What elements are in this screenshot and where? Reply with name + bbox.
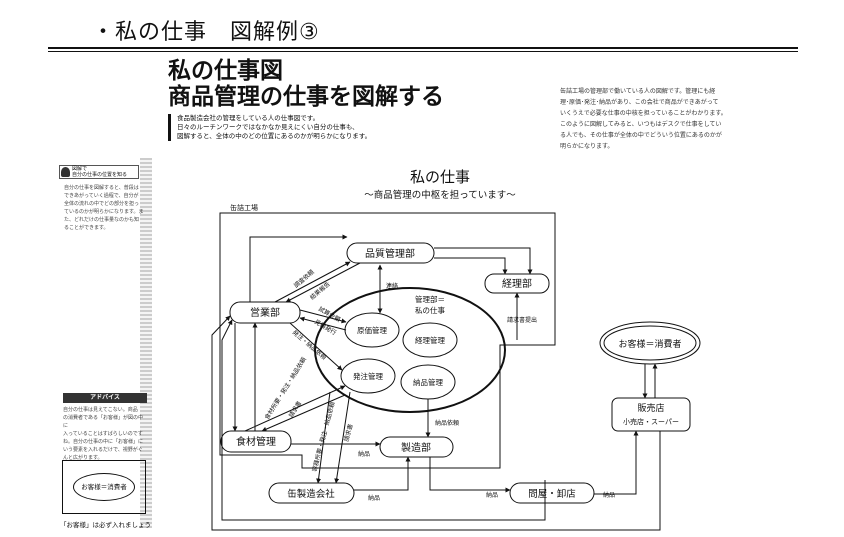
slide-title: ・私の仕事 図解例③ bbox=[92, 20, 320, 45]
sales-box bbox=[229, 301, 301, 324]
intro-line: 図解すると、全体の中のどの位置にあるのかが明らかになります。 bbox=[177, 132, 372, 140]
node-delivery-mgmt: 納品管理 bbox=[413, 377, 443, 387]
article-title-line2: 商品管理の仕事を図解する bbox=[168, 83, 444, 110]
diagram-title: 私の仕事 bbox=[410, 168, 470, 186]
node-wholesaler: 問屋・卸店 bbox=[528, 488, 576, 500]
customer-oval-inner bbox=[603, 325, 697, 361]
tip-line: ることができます。 bbox=[64, 225, 109, 231]
tip-heading-line: 自分の仕事の位置を知る bbox=[72, 172, 128, 178]
edge-delivery4: 納品 bbox=[603, 491, 615, 499]
advice-line: いう要素を入れるだけで、視野がぐ bbox=[63, 447, 143, 453]
tip-text: 自分の仕事を図解すると、普段は できあがっていく過程で、自分が 全体の流れの中で… bbox=[64, 184, 144, 232]
food-box bbox=[220, 430, 292, 453]
article-description: 缶詰工場の管理部で働いている人の図解です。管理にも経 理･原価･発注･納品があり… bbox=[560, 86, 745, 152]
tip-line: できあがっていく過程で、自分が bbox=[64, 193, 139, 199]
can-maker-box bbox=[268, 482, 355, 504]
side-caption: 「お客様」は必ず入れましょう bbox=[60, 521, 151, 529]
customer-oval-outer bbox=[599, 321, 701, 365]
desc-line: 缶詰工場の管理部で働いている人の図解です。管理にも経 bbox=[560, 88, 716, 95]
node-retailer-line2: 小売店・スーパー bbox=[623, 417, 679, 426]
node-management-line2: 私の仕事 bbox=[415, 305, 445, 315]
node-quality: 品質管理部 bbox=[365, 247, 415, 260]
tip-line: 自分の仕事を図解すると、普段は bbox=[64, 185, 139, 191]
edge-delivery-request: 納品依頼 bbox=[435, 419, 459, 427]
edge-order-delivery-request: 発注・納品依頼 bbox=[291, 328, 328, 361]
node-ordering: 発注管理 bbox=[353, 371, 383, 381]
production-box bbox=[379, 436, 454, 458]
edge-invoice-submit: 請求書提出 bbox=[507, 316, 537, 324]
diagram-subtitle: ～商品管理の中枢を担っています～ bbox=[364, 189, 516, 201]
advice-line: の消費者である「お客様」が図の中に bbox=[63, 415, 143, 429]
article-title: 私の仕事図 商品管理の仕事を図解する bbox=[168, 58, 444, 110]
node-food: 食材管理 bbox=[236, 435, 276, 448]
mini-customer-frame: お客様＝消費者 bbox=[62, 460, 146, 514]
advice-heading: アドバイス bbox=[63, 393, 147, 403]
edge-food-order: 食材所要・発注・納品依頼 bbox=[263, 356, 308, 421]
tip-line: ているのかが明らかになります。ま bbox=[64, 209, 144, 215]
article-title-line1: 私の仕事図 bbox=[168, 57, 283, 84]
side-panel-shade bbox=[140, 158, 152, 528]
node-production: 製造部 bbox=[401, 441, 431, 454]
tip-heading-line: 図解で bbox=[72, 166, 88, 172]
article-intro: 食品製造会社の管理をしている人の仕事図です。 日々のルーチンワークではなかなか見… bbox=[168, 114, 427, 141]
desc-line: 理･原価･発注･納品があり、この会社で商品ができあがって bbox=[560, 99, 719, 106]
tip-heading: 図解で 自分の仕事の位置を知る bbox=[59, 165, 139, 179]
factory-label: 缶詰工場 bbox=[230, 203, 258, 212]
retailer-box bbox=[611, 397, 691, 432]
advice-text: 自分の仕事は見えてこない。商品 の消費者である「お客様」が図の中に 入っているこ… bbox=[63, 406, 147, 462]
edge-delivery1: 納品 bbox=[358, 450, 370, 458]
edge-can-order: 容器所要・発注・納品依頼 bbox=[310, 401, 336, 473]
advice-line: んと広がります。 bbox=[63, 455, 103, 461]
desc-line: このように図解してみると、いつもはデスクで仕事をしてい bbox=[560, 121, 722, 128]
title-rule-thick bbox=[48, 47, 798, 49]
arrows bbox=[211, 234, 661, 531]
node-retailer-line1: 販売店 bbox=[637, 402, 664, 414]
node-can-maker: 缶製造会社 bbox=[287, 488, 335, 500]
node-sales: 営業部 bbox=[250, 306, 280, 319]
edge-quality-report: 結果報告 bbox=[308, 280, 332, 302]
ordering-oval bbox=[340, 358, 396, 394]
node-customer: お客様＝消費者 bbox=[618, 338, 681, 350]
desc-line: いくうえで必要な仕事の中核を担っていることがわかります。 bbox=[560, 110, 727, 117]
edge-contact: 連絡 bbox=[386, 282, 398, 290]
lightbulb-icon bbox=[61, 167, 70, 177]
edge-delivery2: 納品 bbox=[368, 494, 380, 502]
advice-line: 入っていることはすばらしいのです bbox=[63, 431, 143, 437]
node-management-line1: 管理部＝ bbox=[415, 294, 445, 304]
edge-delivery3: 納品 bbox=[486, 491, 498, 499]
intro-line: 食品製造会社の管理をしている人の仕事図です。 bbox=[177, 114, 320, 122]
intro-line: 日々のルーチンワークではなかなか見えにくい自分の仕事も、 bbox=[177, 123, 359, 131]
desc-line: る人でも、その仕事が全体の中でどういう位置にあるのかが bbox=[560, 132, 722, 139]
acct-mgmt-oval bbox=[402, 322, 458, 358]
quality-box bbox=[346, 242, 435, 264]
factory-boundary bbox=[219, 212, 556, 469]
tip-line: た、どれだけの仕事量なのかも知 bbox=[64, 217, 140, 223]
title-rule-thin bbox=[48, 51, 798, 52]
node-cost: 原価管理 bbox=[357, 325, 387, 335]
node-acct-mgmt: 経理管理 bbox=[415, 335, 445, 345]
edge-food-invoice: 請求書 bbox=[287, 400, 303, 420]
desc-line: 明らかになります。 bbox=[560, 143, 614, 150]
advice-line: ね。自分の仕事の中に「お客様」に bbox=[63, 439, 144, 445]
advice-line: 自分の仕事は見えてこない。商品 bbox=[63, 407, 138, 413]
management-oval bbox=[314, 287, 506, 413]
node-accounting: 経理部 bbox=[502, 277, 532, 290]
mini-customer-oval: お客様＝消費者 bbox=[73, 473, 135, 501]
tip-line: 全体の流れの中でどの部分を担っ bbox=[64, 201, 140, 207]
side-panel bbox=[57, 158, 152, 528]
wholesaler-box bbox=[509, 482, 595, 504]
